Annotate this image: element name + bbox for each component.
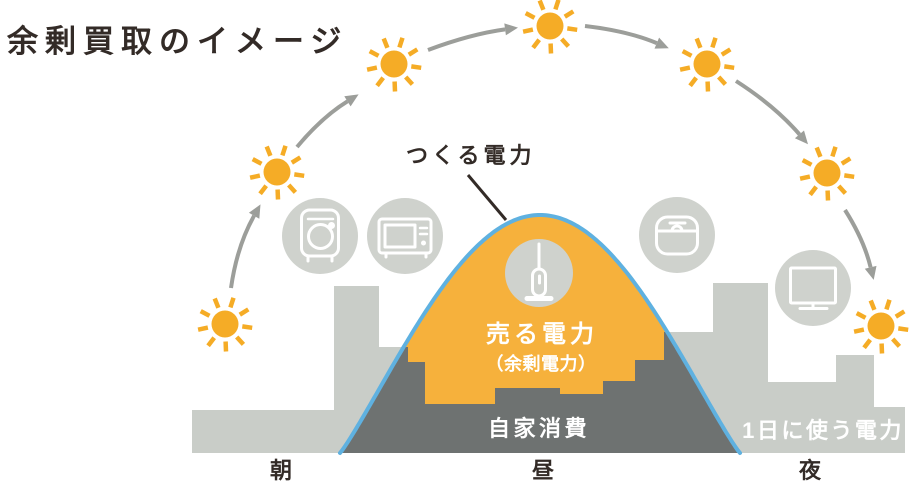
sun-icon bbox=[249, 145, 305, 200]
surplus-power-label: （余剰電力） bbox=[485, 354, 597, 374]
sun-path-arrow-icon bbox=[584, 24, 669, 49]
vacuum-cleaner-icon bbox=[505, 239, 573, 307]
sun-path-arrow-icon bbox=[295, 94, 359, 149]
time-label-noon: 昼 bbox=[531, 458, 555, 483]
sell-power-label: 売る電力 bbox=[486, 321, 598, 348]
sun-path-arrow-icon bbox=[229, 204, 261, 289]
sun-icon bbox=[853, 299, 909, 354]
time-label-night: 夜 bbox=[798, 458, 822, 483]
sun-path-arrow-icon bbox=[843, 208, 877, 280]
washing-machine-icon bbox=[282, 198, 358, 274]
time-label-morning: 朝 bbox=[269, 458, 293, 483]
sun-path-arrow-icon bbox=[427, 23, 518, 52]
produced-power-label: つくる電力 bbox=[406, 143, 536, 168]
generated-power-curve-outline bbox=[338, 213, 742, 455]
produced-power-pointer-line bbox=[466, 174, 508, 221]
self-consumption-label: 自家消費 bbox=[487, 416, 591, 441]
sun-icon bbox=[679, 37, 735, 92]
sun-path-arrow-icon bbox=[734, 79, 808, 145]
sun-icon bbox=[197, 297, 253, 352]
page-title: 余剰買取のイメージ bbox=[7, 24, 349, 59]
sun-icon bbox=[522, 0, 578, 54]
sun-icon bbox=[366, 37, 422, 92]
daily-power-use-label: 1日に使う電力 bbox=[742, 418, 904, 443]
rice-cooker-icon bbox=[639, 197, 715, 273]
tv-icon bbox=[775, 250, 851, 326]
sun-icon bbox=[799, 146, 855, 201]
microwave-icon bbox=[367, 198, 443, 274]
